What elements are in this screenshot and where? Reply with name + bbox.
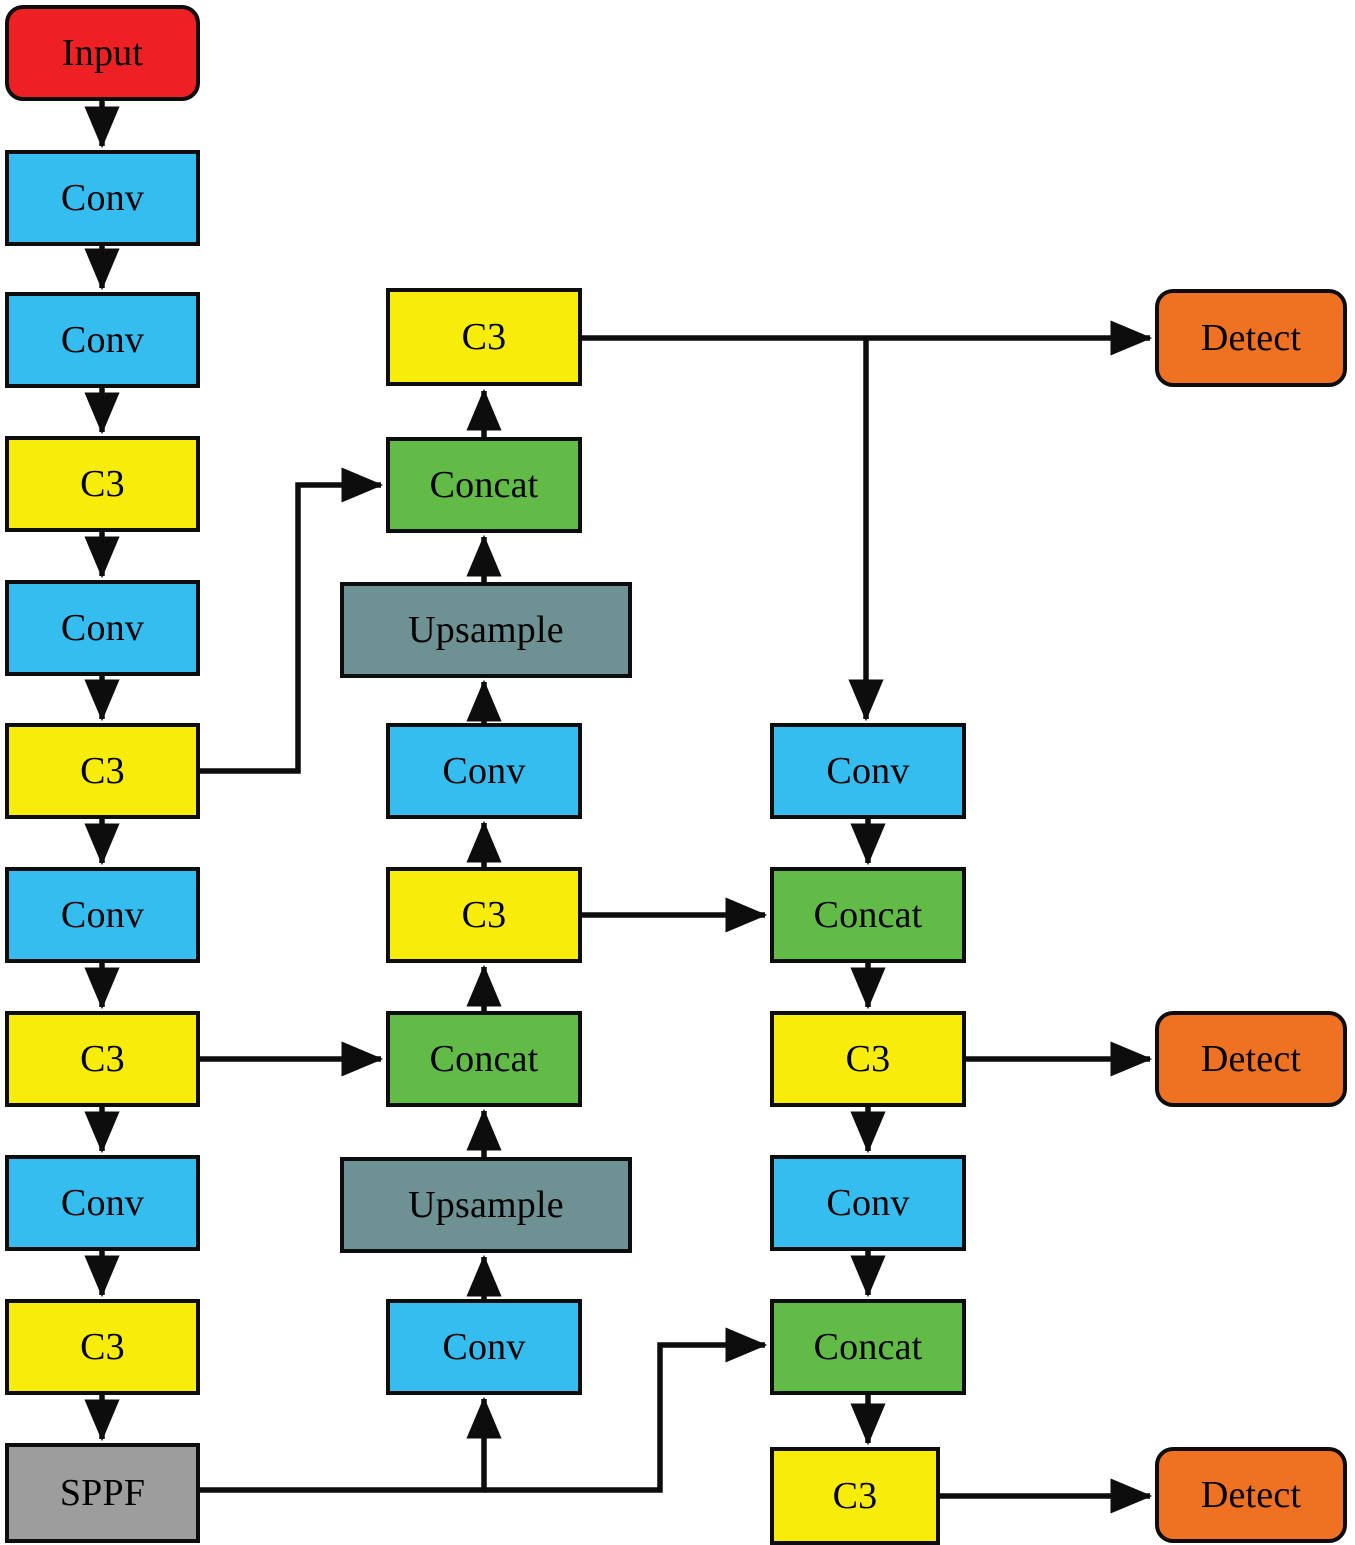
- node-c3-n06[interactable]: C3: [5, 723, 200, 819]
- node-upsample-n14[interactable]: Upsample: [340, 582, 632, 678]
- node-c3-n22[interactable]: C3: [770, 1011, 966, 1107]
- node-conv-n20[interactable]: Conv: [770, 723, 966, 819]
- node-concat-n17[interactable]: Concat: [386, 1011, 582, 1107]
- node-conv-n19[interactable]: Conv: [386, 1299, 582, 1395]
- node-conv-n09[interactable]: Conv: [5, 1155, 200, 1251]
- edge-sppf-to-conv-bottom: [200, 1396, 502, 1493]
- node-c3-n04[interactable]: C3: [5, 436, 200, 532]
- node-detect-n28[interactable]: Detect: [1155, 1447, 1347, 1543]
- node-conv-n15[interactable]: Conv: [386, 723, 582, 819]
- node-conv-n23[interactable]: Conv: [770, 1155, 966, 1251]
- node-upsample-n18[interactable]: Upsample: [340, 1157, 632, 1253]
- node-concat-n24[interactable]: Concat: [770, 1299, 966, 1395]
- node-input-n01[interactable]: Input: [5, 5, 200, 101]
- node-detect-n27[interactable]: Detect: [1155, 1011, 1347, 1107]
- node-conv-n07[interactable]: Conv: [5, 867, 200, 963]
- node-concat-n21[interactable]: Concat: [770, 867, 966, 963]
- node-c3-n12[interactable]: C3: [386, 288, 582, 386]
- node-concat-n13[interactable]: Concat: [386, 437, 582, 533]
- node-detect-n26[interactable]: Detect: [1155, 289, 1347, 387]
- node-conv-n03[interactable]: Conv: [5, 292, 200, 388]
- node-sppf-n11[interactable]: SPPF: [5, 1443, 200, 1543]
- node-c3-n25[interactable]: C3: [770, 1447, 940, 1545]
- node-c3-n16[interactable]: C3: [386, 867, 582, 963]
- node-c3-n10[interactable]: C3: [5, 1299, 200, 1395]
- node-conv-n02[interactable]: Conv: [5, 150, 200, 246]
- node-conv-n05[interactable]: Conv: [5, 580, 200, 676]
- node-c3-n08[interactable]: C3: [5, 1011, 200, 1107]
